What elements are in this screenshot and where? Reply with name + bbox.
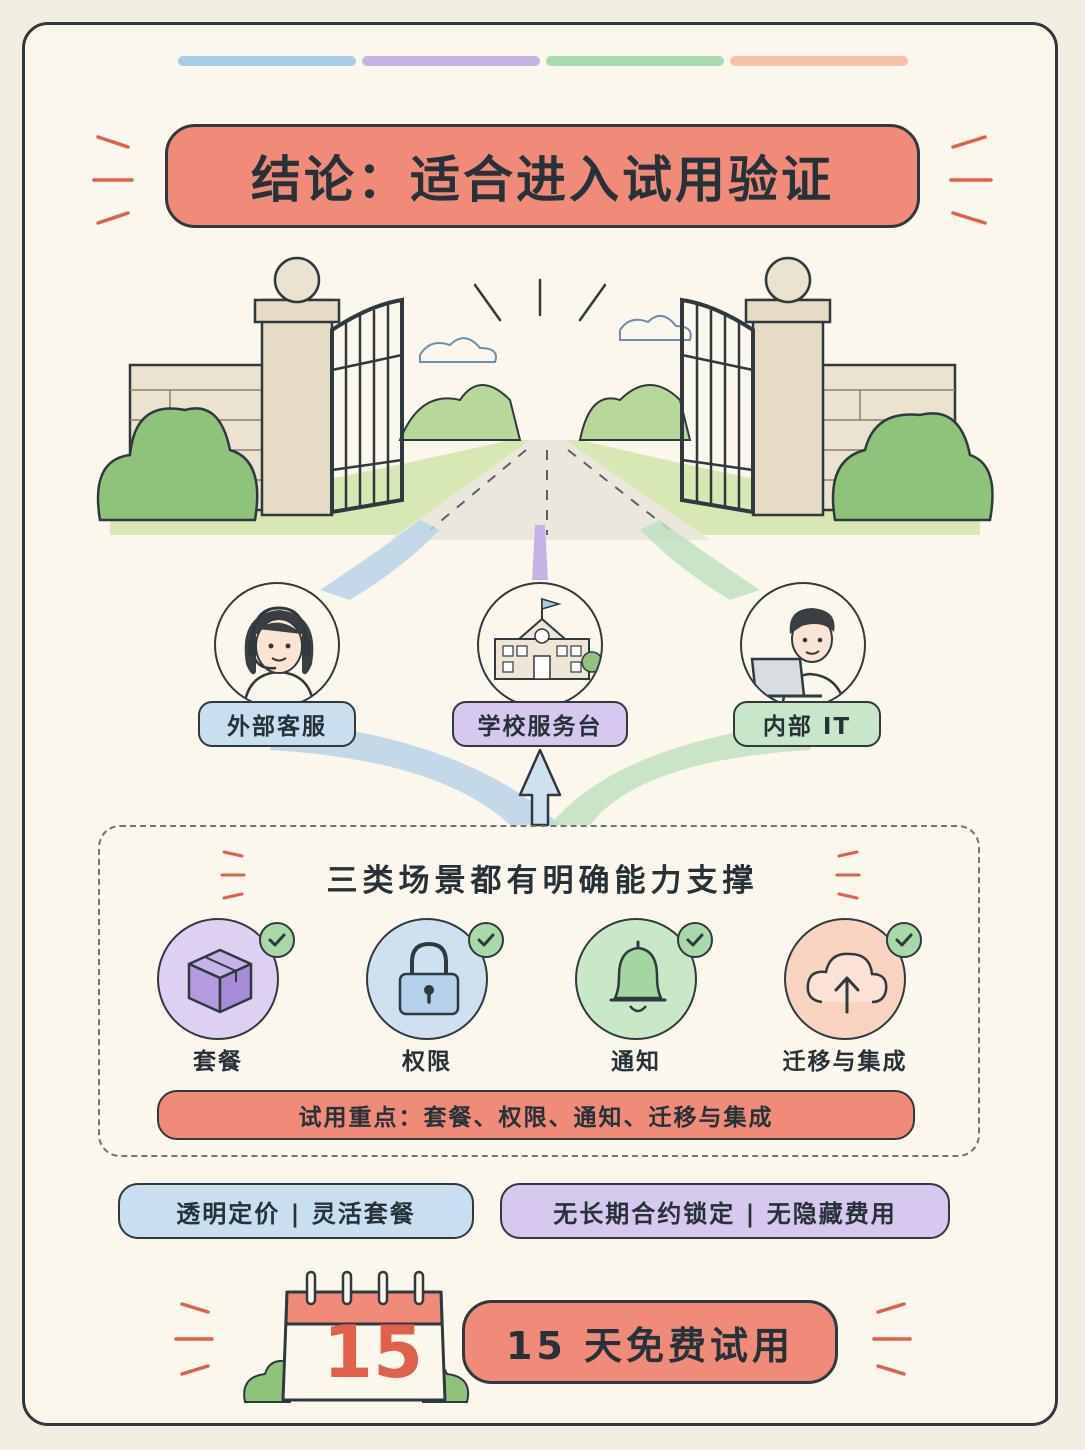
feature-package (157, 918, 279, 1040)
check-icon (468, 922, 504, 958)
open-gate-illustration (96, 256, 994, 540)
top-bar-orange (730, 56, 908, 66)
bottom-spark-right-icon (872, 1302, 912, 1376)
calendar-icon (243, 1270, 469, 1403)
feature-label-package: 套餐 (193, 1049, 243, 1075)
check-icon (677, 922, 713, 958)
title-spark-right-icon (949, 135, 993, 225)
title-spark-left-icon (92, 135, 134, 225)
trial-focus-banner: 试用重点：套餐、权限、通知、迁移与集成 (157, 1090, 915, 1140)
calendar-day-number: 15 (322, 1310, 424, 1394)
scenario-label-internal-it: 内部 IT (733, 701, 881, 747)
section-title: 三类场景都有明确能力支撑 (326, 862, 759, 899)
check-icon (259, 922, 295, 958)
section-spark-right-icon (835, 850, 861, 900)
top-bar-green (546, 56, 724, 66)
feature-label-permission: 权限 (402, 1049, 452, 1075)
check-icon (886, 922, 922, 958)
page-title: 结论：适合进入试用验证 (165, 124, 920, 228)
capability-box (98, 825, 980, 1157)
bell-icon (609, 940, 667, 1013)
package-box-icon (187, 948, 253, 1014)
top-bar-purple (362, 56, 540, 66)
school-avatar (477, 582, 603, 708)
scenario-label-external: 外部客服 (198, 701, 356, 747)
free-trial-badge: 15 天免费试用 (462, 1300, 838, 1384)
feature-label-migration: 迁移与集成 (782, 1049, 908, 1075)
pricing-pill-no-lockin: 无长期合约锁定 | 无隐藏费用 (500, 1183, 950, 1239)
top-bar-blue (178, 56, 356, 66)
scenario-label-school: 学校服务台 (452, 701, 628, 747)
lock-icon (398, 941, 460, 1016)
customer-service-avatar (214, 582, 340, 708)
school-building-icon (494, 597, 601, 680)
feature-label-notification: 通知 (611, 1049, 661, 1075)
it-staff-avatar (740, 582, 866, 708)
bottom-spark-left-icon (174, 1302, 214, 1376)
section-spark-left-icon (220, 850, 246, 900)
cloud-upload-icon (806, 952, 888, 1014)
it-staff-laptop-icon (750, 608, 847, 706)
feature-notification (575, 918, 697, 1040)
pricing-pill-transparent: 透明定价 | 灵活套餐 (118, 1183, 474, 1239)
customer-service-agent-icon (243, 606, 315, 706)
feature-permission (366, 918, 488, 1040)
feature-migration (784, 918, 906, 1040)
